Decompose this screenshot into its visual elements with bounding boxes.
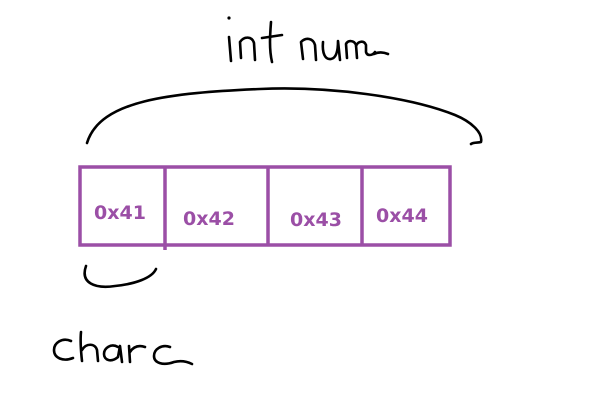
byte-value-2: 0x42 xyxy=(183,208,235,230)
byte-value-1: 0x41 xyxy=(94,202,146,224)
char-c-handwritten-label xyxy=(52,330,194,366)
byte-value-4: 0x44 xyxy=(376,205,428,227)
memory-byte-cells: 0x41 0x42 0x43 0x44 xyxy=(78,165,452,250)
int-span-brace xyxy=(85,87,483,146)
char-span-brace xyxy=(83,264,158,288)
memory-block-frame xyxy=(78,165,452,247)
byte-value-3: 0x43 xyxy=(290,209,342,231)
int-num-handwritten-label xyxy=(227,16,390,64)
